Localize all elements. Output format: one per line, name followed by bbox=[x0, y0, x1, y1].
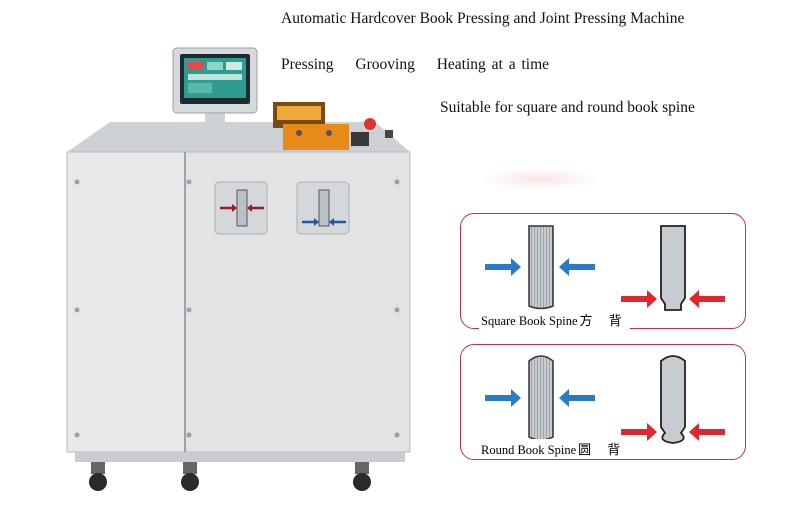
caster-right bbox=[353, 462, 371, 491]
caption-cjk: 圆 背 bbox=[578, 443, 627, 458]
rivet bbox=[74, 179, 80, 185]
label-book-icon bbox=[236, 189, 248, 227]
round-spine-diagram bbox=[485, 355, 725, 444]
label-book-icon bbox=[318, 189, 330, 227]
arrow-blue-right bbox=[569, 264, 595, 270]
square-spine-diagram bbox=[485, 225, 725, 311]
hmi-button-teal bbox=[207, 62, 223, 70]
rivet bbox=[74, 432, 80, 438]
machine-illustration bbox=[66, 47, 411, 491]
rivet bbox=[186, 307, 192, 313]
book-after-round bbox=[660, 355, 686, 444]
caption-cjk: 方 背 bbox=[579, 314, 628, 329]
heater-bolt-right bbox=[326, 130, 332, 136]
book-after-square bbox=[660, 225, 686, 311]
arrowhead bbox=[689, 423, 699, 441]
arrowhead bbox=[647, 290, 657, 308]
label-arrowhead bbox=[232, 204, 237, 212]
arrowhead bbox=[559, 389, 569, 407]
label-arrowhead bbox=[314, 218, 319, 226]
heater-bolt-left bbox=[296, 130, 302, 136]
machine-base bbox=[75, 452, 405, 462]
book-before bbox=[528, 225, 554, 310]
arrowhead bbox=[511, 389, 521, 407]
hmi-display-row bbox=[188, 74, 242, 80]
headline-title: Automatic Hardcover Book Pressing and Jo… bbox=[281, 10, 685, 27]
arrow-red-right bbox=[699, 296, 725, 302]
key-switch bbox=[385, 130, 393, 138]
rivet bbox=[394, 432, 400, 438]
rivet bbox=[74, 307, 80, 313]
rivet bbox=[186, 432, 192, 438]
arrow-blue-left bbox=[485, 264, 511, 270]
suitability-note: Suitable for square and round book spine bbox=[440, 99, 695, 116]
caster-left bbox=[89, 462, 107, 491]
control-box bbox=[351, 132, 369, 146]
heater-plate bbox=[277, 106, 321, 120]
feature-heating: Heating at a time bbox=[436, 56, 550, 73]
arrowhead bbox=[689, 290, 699, 308]
label-arrowhead bbox=[247, 204, 252, 212]
feature-list: Pressing Grooving Heating at a time bbox=[281, 56, 565, 74]
hmi-button-light bbox=[226, 62, 242, 70]
arrowhead bbox=[647, 423, 657, 441]
book-before bbox=[528, 355, 554, 441]
caption-text: Square Book Spine bbox=[481, 314, 578, 328]
arrow-blue-left bbox=[485, 395, 511, 401]
arrow-blue-right bbox=[569, 395, 595, 401]
arrow-red-left bbox=[621, 296, 647, 302]
left-panel bbox=[66, 151, 186, 453]
rivet bbox=[394, 307, 400, 313]
caption-text: Round Book Spine bbox=[481, 443, 577, 457]
arrow-red-left bbox=[621, 429, 647, 435]
feature-pressing: Pressing bbox=[281, 56, 334, 73]
emergency-stop-button bbox=[364, 118, 376, 130]
hmi-display-block bbox=[188, 83, 212, 93]
hmi-button-red bbox=[188, 62, 204, 70]
arrow-red-right bbox=[699, 429, 725, 435]
heater-front bbox=[283, 124, 349, 150]
arrowhead bbox=[511, 258, 521, 276]
rivet bbox=[186, 179, 192, 185]
label-arrowhead bbox=[329, 218, 334, 226]
background-blur bbox=[480, 168, 600, 190]
feature-grooving: Grooving bbox=[355, 56, 415, 73]
arrowhead bbox=[559, 258, 569, 276]
caster-middle bbox=[181, 462, 199, 491]
rivet bbox=[394, 179, 400, 185]
